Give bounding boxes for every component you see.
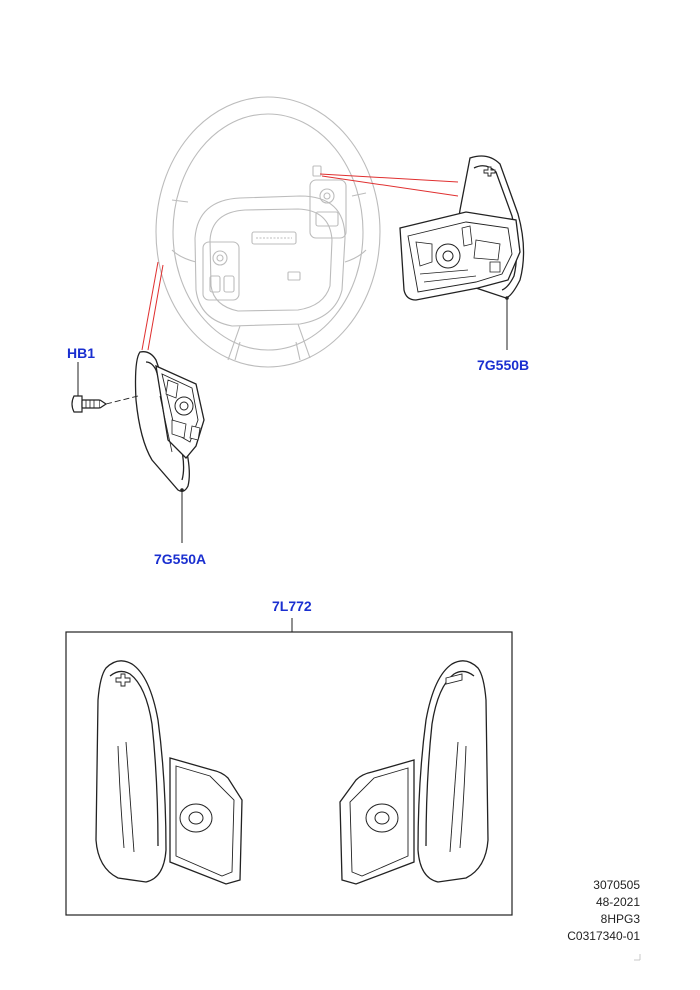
callout-7g550a[interactable]: 7G550A: [154, 551, 207, 567]
kit-paddle-minus[interactable]: [339, 660, 489, 885]
screw-axis-dashed: [105, 395, 139, 405]
screw-hb1[interactable]: [71, 395, 108, 413]
meta-line-2: 48-2021: [595, 895, 640, 909]
dot-7g550b: [505, 296, 509, 300]
meta-line-4: C0317340-01: [567, 929, 640, 943]
paddle-left-assembly[interactable]: [134, 351, 205, 492]
diagram-meta: 3070505 48-2021 8HPG3 C0317340-01: [567, 877, 640, 945]
meta-line-1: 3070505: [593, 878, 640, 892]
red-leader-lines: [141, 173, 459, 351]
kit-box: [65, 631, 513, 916]
callout-7g550b[interactable]: 7G550B: [477, 357, 530, 373]
kit-paddle-plus[interactable]: [95, 660, 243, 885]
steering-wheel: [155, 96, 381, 368]
dot-7g550a: [180, 488, 184, 492]
callout-hb1[interactable]: HB1: [67, 345, 96, 361]
callout-7l772[interactable]: 7L772: [272, 598, 312, 614]
meta-line-3: 8HPG3: [600, 912, 640, 926]
paddle-right-assembly[interactable]: [399, 155, 525, 301]
